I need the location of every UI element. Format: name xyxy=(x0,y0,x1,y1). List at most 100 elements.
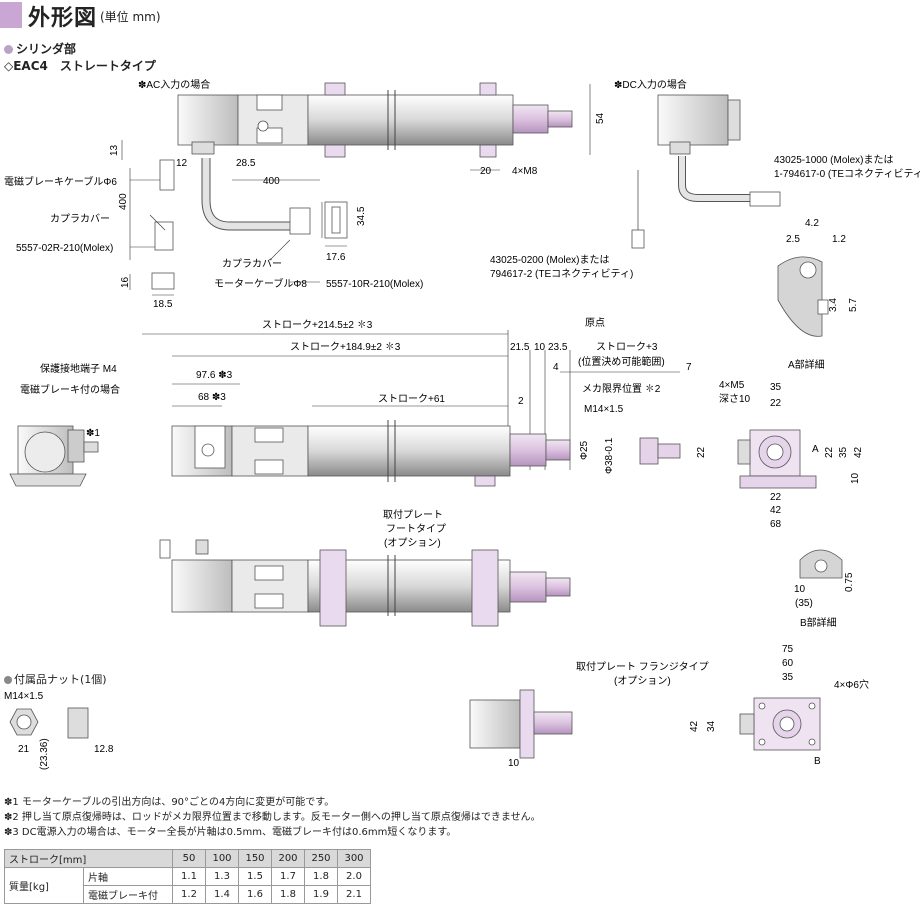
hole-m8: 4×M8 xyxy=(512,166,538,177)
motor-cable-label: モーターケーブルΦ8 xyxy=(214,277,307,290)
dim-22v: 22 xyxy=(696,446,707,458)
dim-13: 13 xyxy=(109,144,120,156)
value-cell: 1.1 xyxy=(172,867,206,886)
brake-cable-label: 電磁ブレーキケーブルΦ6 xyxy=(4,175,117,188)
stroke-col: 200 xyxy=(271,849,305,868)
detail-a xyxy=(777,256,829,337)
dim-400v: 400 xyxy=(118,193,129,210)
detail-a-label: A部詳細 xyxy=(788,358,825,371)
value-cell: 1.8 xyxy=(271,885,305,904)
detail-b xyxy=(799,549,843,579)
value-cell: 1.9 xyxy=(304,885,338,904)
note-2: ✽2 押し当て原点復帰時は、ロッドがメカ限界位置まで移動します。反モーター側への… xyxy=(4,812,541,823)
dc-conn2b-label: 794617-2 (TEコネクティビティ) xyxy=(490,268,633,280)
ac-input-label: ✽AC入力の場合 xyxy=(138,78,210,91)
dim-nut-m14: M14×1.5 xyxy=(4,691,44,702)
row-name: 片軸 xyxy=(83,867,173,886)
value-cell: 2.1 xyxy=(337,885,371,904)
front-view xyxy=(737,429,817,489)
unit-label: (単位 mm) xyxy=(100,10,161,24)
dim-5-7: 5.7 xyxy=(848,298,859,312)
row-name: 電磁ブレーキ付 xyxy=(83,885,173,904)
dim-400: 400 xyxy=(263,176,280,187)
dc-conn1-label: 43025-1000 (Molex)または xyxy=(774,154,894,166)
section-model: ◇EAC4 ストレートタイプ xyxy=(4,59,156,73)
stroke-col: 300 xyxy=(337,849,371,868)
dim-35v: 35 xyxy=(838,446,849,458)
stroke3-label: ストローク+3 xyxy=(596,341,658,353)
dim-stroke-184: ストローク+184.9±2 ✽3 xyxy=(290,341,401,353)
dim-34-5: 34.5 xyxy=(356,206,367,226)
flange-plate-label: 取付プレート フランジタイプ xyxy=(576,660,709,673)
dc-conn1b-label: 1-794617-0 (TEコネクティビティ) xyxy=(774,168,920,180)
value-cell: 1.3 xyxy=(205,867,239,886)
dim-stroke-61: ストローク+61 xyxy=(378,393,445,405)
dim-42b: 42 xyxy=(770,505,782,516)
origin-label: 原点 xyxy=(585,317,605,329)
dim-35: 35 xyxy=(770,382,782,393)
stroke-col: 100 xyxy=(205,849,239,868)
dim-97-6: 97.6 ✽3 xyxy=(196,370,233,381)
dim-0-75: 0.75 xyxy=(844,572,855,592)
dim-10: 10 xyxy=(534,342,546,353)
dim-28-5: 28.5 xyxy=(236,158,256,169)
dim-phi38: Φ38-0.1 xyxy=(604,437,615,474)
dim-75: 75 xyxy=(782,644,794,655)
ground-label: 保護接地端子 M4 xyxy=(40,362,117,375)
dim-nut12: 12.8 xyxy=(94,744,114,755)
page-title: 外形図 xyxy=(28,6,98,31)
value-cell: 1.2 xyxy=(172,885,206,904)
value-cell: 1.8 xyxy=(304,867,338,886)
dim-12: 12 xyxy=(176,158,188,169)
foot-plate2-label: フートタイプ xyxy=(386,523,446,535)
dim-3-4: 3.4 xyxy=(828,298,839,312)
dc-input-label: ✽DC入力の場合 xyxy=(614,78,687,91)
dim-stroke-214: ストローク+214.5±2 ✽3 xyxy=(262,319,373,331)
molex-10r-label: 5557-10R-210(Molex) xyxy=(326,279,423,290)
foot-plate-label: 取付プレート xyxy=(383,508,443,521)
detail-b-label: B部詳細 xyxy=(800,616,837,629)
header-accent xyxy=(0,2,22,28)
dim-17-6: 17.6 xyxy=(326,252,346,263)
dim-54: 54 xyxy=(595,112,606,124)
dim-18-5: 18.5 xyxy=(153,299,173,310)
dc-actuator-top xyxy=(631,94,781,249)
stroke-col: 250 xyxy=(304,849,338,868)
stroke3b-label: (位置決め可能範囲) xyxy=(578,355,665,368)
hole-m5: 4×M5 xyxy=(719,380,745,391)
flange-view xyxy=(469,689,821,759)
dim-23-5: 23.5 xyxy=(548,342,568,353)
hole-m5-depth: 深さ10 xyxy=(719,393,751,405)
b-mark: B xyxy=(814,756,821,767)
option-label: (オプション) xyxy=(384,537,441,549)
dim-10b: 10 xyxy=(794,584,806,595)
dim-10c: 10 xyxy=(508,758,520,769)
a-mark: A xyxy=(812,444,819,455)
dim-60: 60 xyxy=(782,658,794,669)
section-cylinder: シリンダ部 xyxy=(4,40,76,57)
dim-phi25: Φ25 xyxy=(579,440,590,460)
note-3: ✽3 DC電源入力の場合は、モーター全長が片軸は0.5mm、電磁ブレーキ付は0.… xyxy=(4,827,457,838)
dim-4: 4 xyxy=(553,362,559,373)
dim-34c: 34 xyxy=(706,720,717,732)
dim-68: 68 ✽3 xyxy=(198,392,226,403)
holes-6-label: 4×Φ6穴 xyxy=(834,678,869,691)
actuator-side xyxy=(9,425,681,487)
dim-m14: M14×1.5 xyxy=(584,404,624,415)
dim-35b: (35) xyxy=(795,598,813,609)
dim-22: 22 xyxy=(770,398,782,409)
note-1: ✽1 モーターケーブルの引出方向は、90°ごとの4方向に変更が可能です。 xyxy=(4,797,335,808)
value-cell: 1.7 xyxy=(271,867,305,886)
dim-2-5: 2.5 xyxy=(786,234,800,245)
option2-label: (オプション) xyxy=(614,675,671,687)
dim-2: 2 xyxy=(518,396,524,407)
coupler-cover2-label: カプラカバー xyxy=(222,258,282,270)
dim-nut23: (23.36) xyxy=(39,738,50,770)
stroke-col: 50 xyxy=(172,849,206,868)
mech-limit-label: メカ限界位置 ✽2 xyxy=(582,382,661,395)
molex-2r-label: 5557-02R-210(Molex) xyxy=(16,243,113,254)
dim-10v: 10 xyxy=(850,472,861,484)
table-header-row: ストローク[mm] 50 100 150 200 250 300 xyxy=(4,849,371,868)
dim-42c: 42 xyxy=(689,720,700,732)
